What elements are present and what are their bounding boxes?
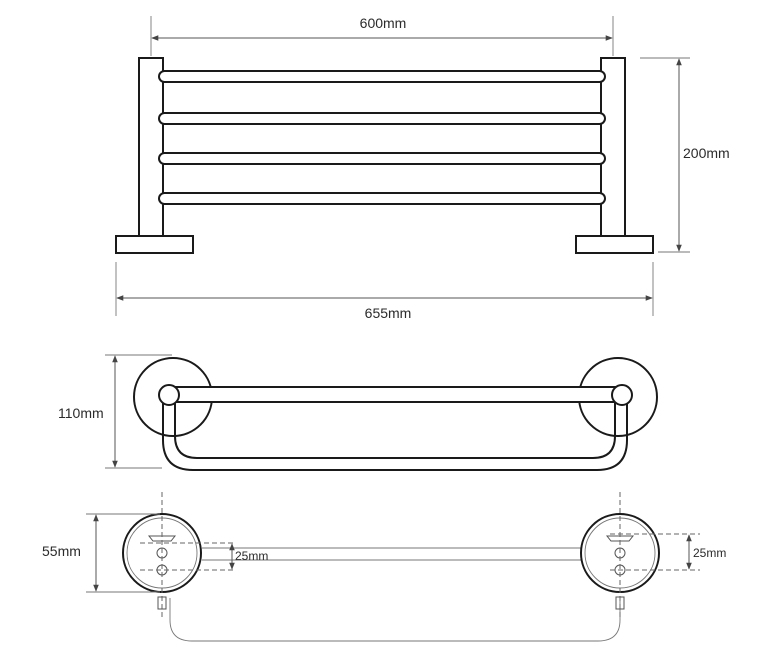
front-view: 600mm 200mm 655mm: [115, 15, 730, 321]
top-rail: [169, 386, 623, 403]
dimension-width-base: 655mm: [115, 262, 654, 321]
dimension-height: 200mm: [640, 57, 730, 253]
dimension-depth: 110mm: [58, 354, 172, 469]
left-set-screw: [157, 596, 167, 610]
label-hole-right: 25mm: [693, 546, 726, 560]
right-keyhole-slot: [605, 535, 635, 542]
label-width-base: 655mm: [365, 305, 412, 321]
label-height: 200mm: [683, 145, 730, 161]
label-width-top: 600mm: [360, 15, 407, 31]
dimension-hole-right: 25mm: [686, 534, 726, 570]
dimension-width-top: 600mm: [150, 15, 614, 56]
bar-1: [158, 70, 606, 83]
bottom-view: 55mm 25mm 25mm: [42, 492, 726, 642]
right-set-screw: [615, 596, 625, 610]
label-hole-left: 25mm: [235, 549, 268, 563]
left-mount: [122, 492, 233, 620]
label-mount-diameter: 55mm: [42, 543, 81, 559]
left-base: [115, 235, 194, 254]
right-base: [575, 235, 654, 254]
right-post: [600, 57, 626, 239]
label-depth: 110mm: [58, 405, 104, 421]
bar-3: [158, 152, 606, 165]
left-post: [138, 57, 164, 239]
right-mount: [580, 492, 700, 620]
right-knob: [611, 384, 633, 406]
dimension-mount-diameter: 55mm: [42, 513, 160, 593]
left-knob: [158, 384, 180, 406]
dimension-hole-left: 25mm: [229, 543, 268, 570]
bars: [158, 70, 606, 205]
u-bar: [162, 400, 628, 471]
bar-2: [158, 112, 606, 125]
left-keyhole-slot: [147, 535, 177, 542]
bar-4: [158, 192, 606, 205]
top-view: 110mm: [58, 354, 658, 471]
